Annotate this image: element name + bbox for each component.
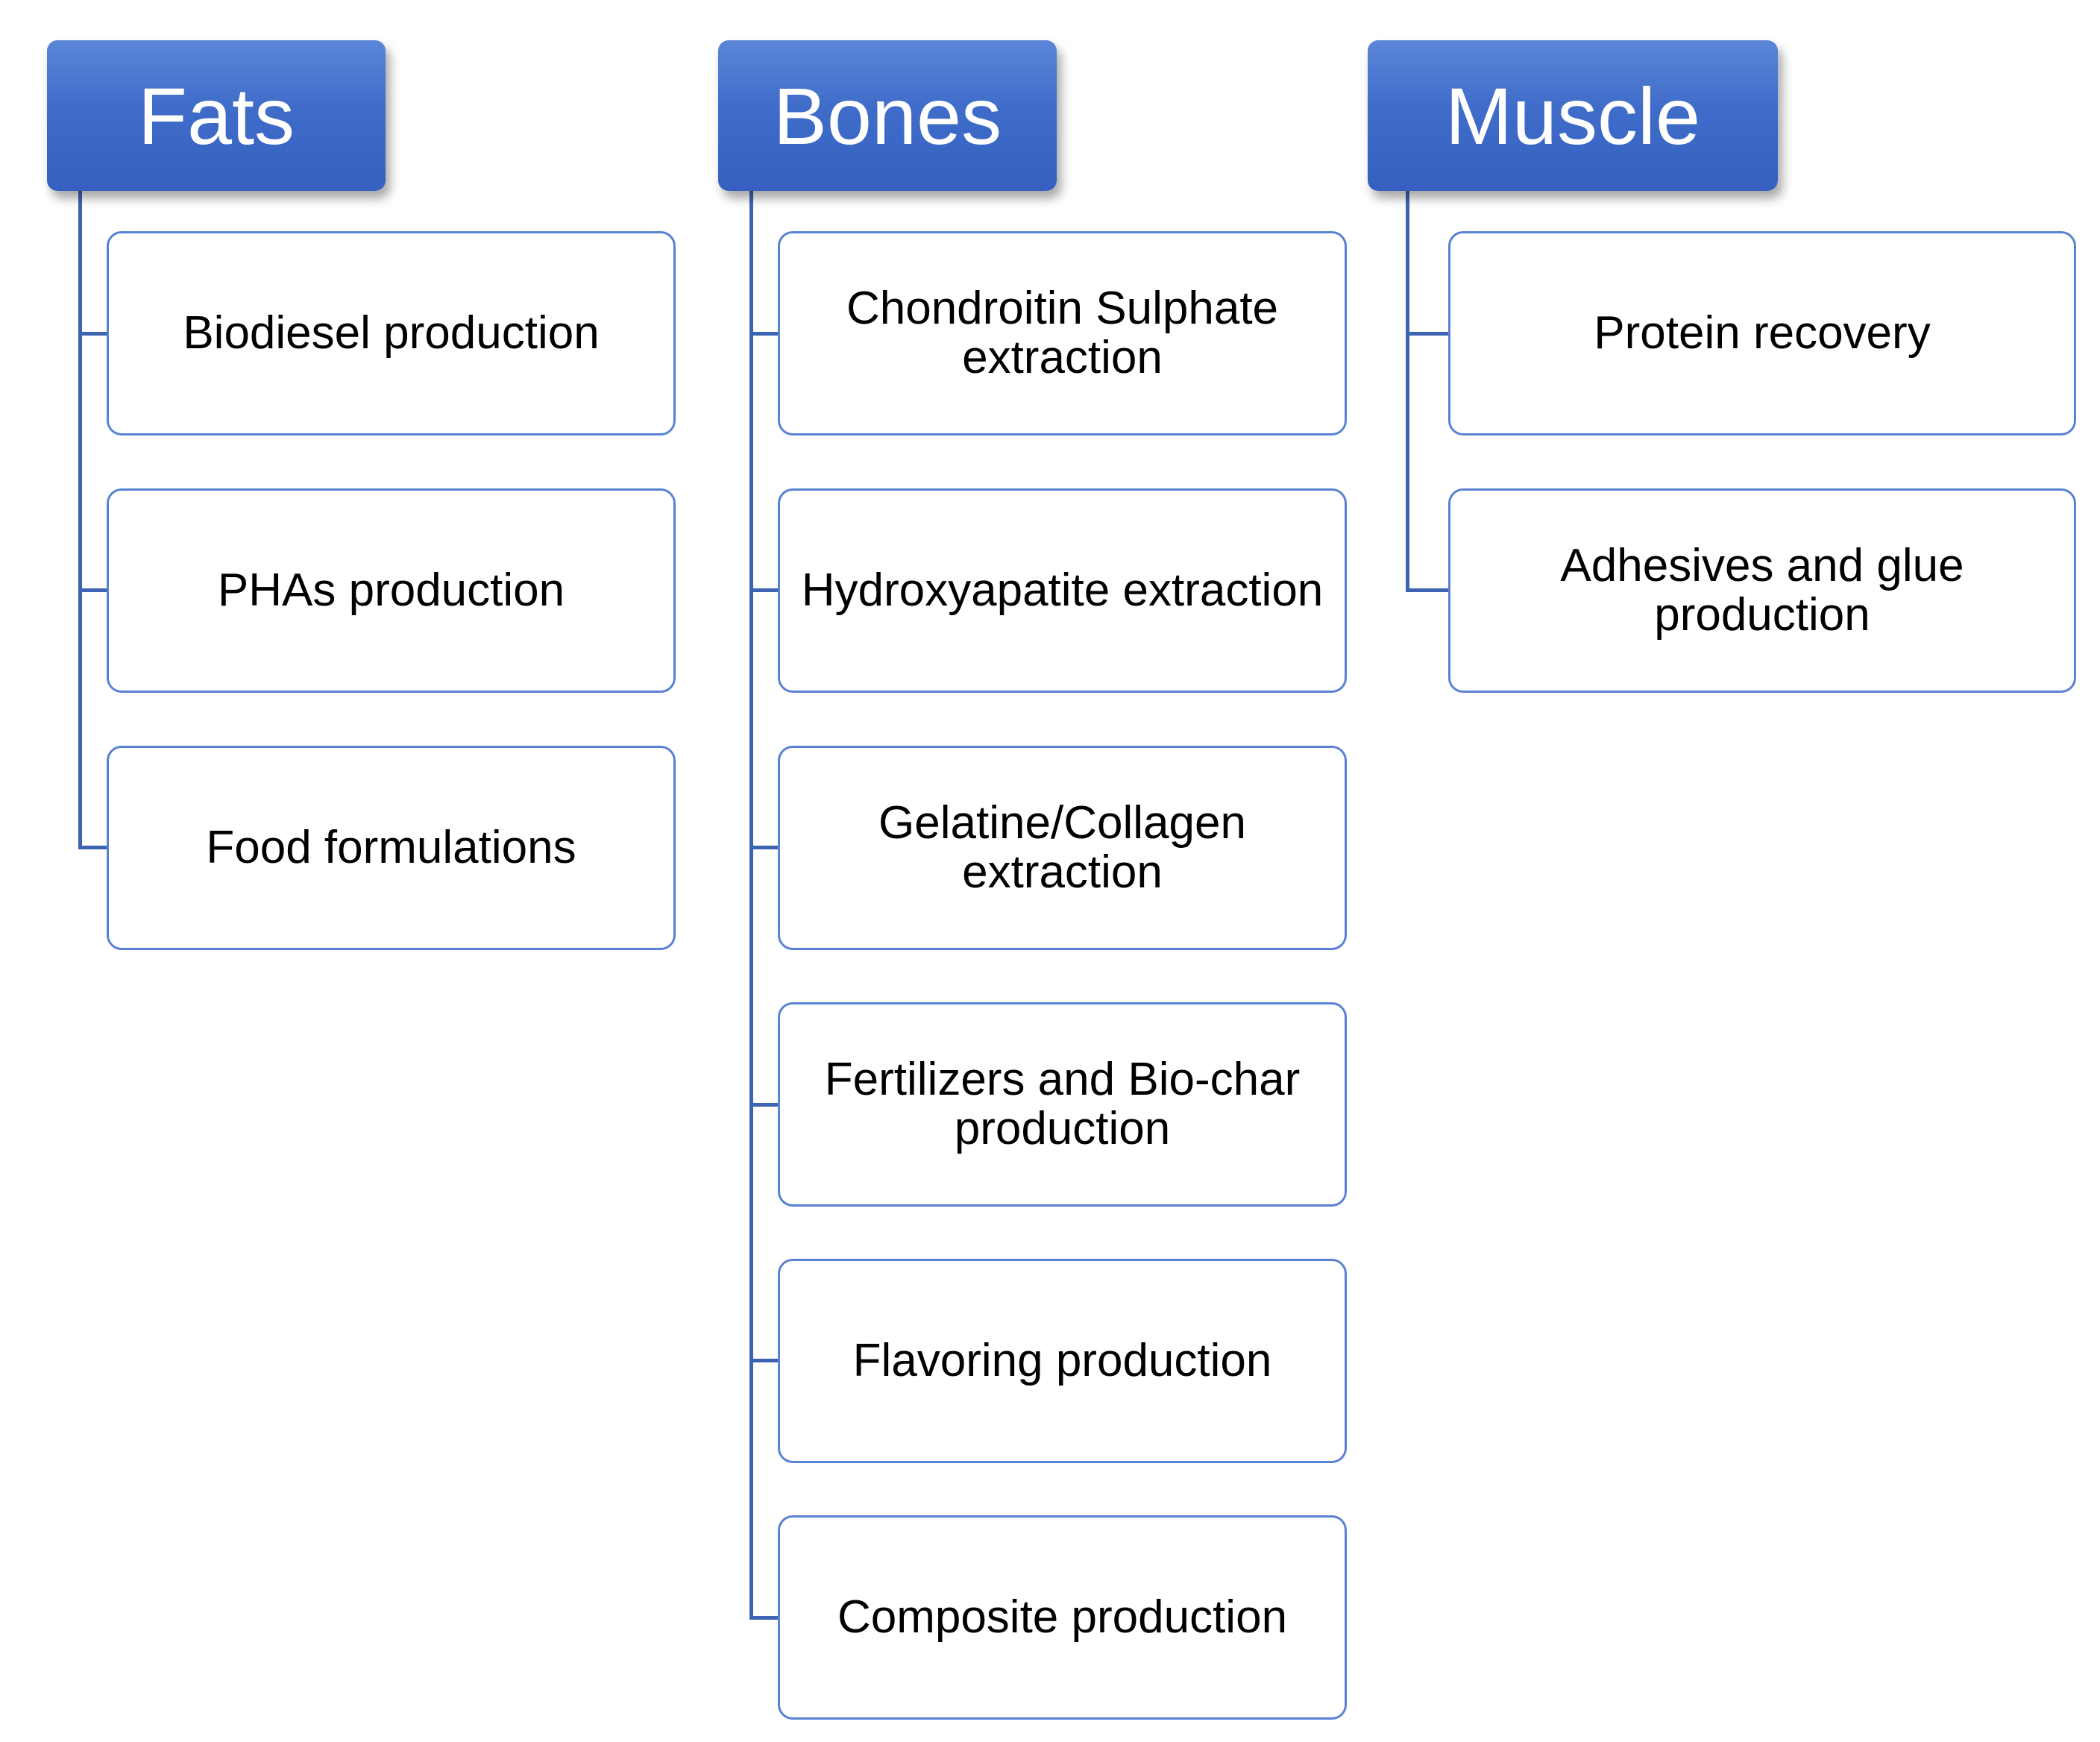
fats-header: Fats: [47, 40, 386, 191]
bones-item-composite-production: Composite production: [778, 1515, 1347, 1720]
bones-item-hydroxyapatite-extraction: Hydroxyapatite extraction: [778, 488, 1347, 693]
bones-connector-branch-4: [749, 1103, 779, 1107]
fats-connector-branch-1: [78, 332, 108, 336]
muscle-connector-trunk: [1406, 191, 1409, 592]
bones-item-flavoring-production: Flavoring production: [778, 1259, 1347, 1463]
fats-connector-branch-3: [78, 846, 108, 849]
bones-item-fertilizers-biochar-production: Fertilizers and Bio-char production: [778, 1002, 1347, 1207]
fats-item-phas-production: PHAs production: [107, 488, 676, 693]
muscle-connector-branch-2: [1406, 588, 1448, 592]
bones-connector-branch-6: [749, 1616, 779, 1620]
bones-item-gelatine-collagen-extraction: Gelatine/Collagen extraction: [778, 746, 1347, 950]
muscle-item-protein-recovery: Protein recovery: [1448, 231, 2076, 436]
bones-connector-branch-2: [749, 588, 779, 592]
bones-connector-branch-5: [749, 1359, 779, 1362]
fats-connector-trunk: [78, 191, 82, 849]
fats-item-food-formulations: Food formulations: [107, 746, 676, 950]
muscle-header: Muscle: [1368, 40, 1778, 191]
bones-connector-branch-3: [749, 846, 779, 849]
bones-header: Bones: [718, 40, 1057, 191]
bones-connector-branch-1: [749, 332, 779, 336]
muscle-item-adhesives-glue-production: Adhesives and glue production: [1448, 488, 2076, 693]
fats-connector-branch-2: [78, 588, 108, 592]
muscle-connector-branch-1: [1406, 332, 1448, 336]
bones-connector-trunk: [749, 191, 753, 1620]
fats-item-biodiesel-production: Biodiesel production: [107, 231, 676, 436]
bones-item-chondroitin-sulphate-extraction: Chondroitin Sulphate extraction: [778, 231, 1347, 436]
